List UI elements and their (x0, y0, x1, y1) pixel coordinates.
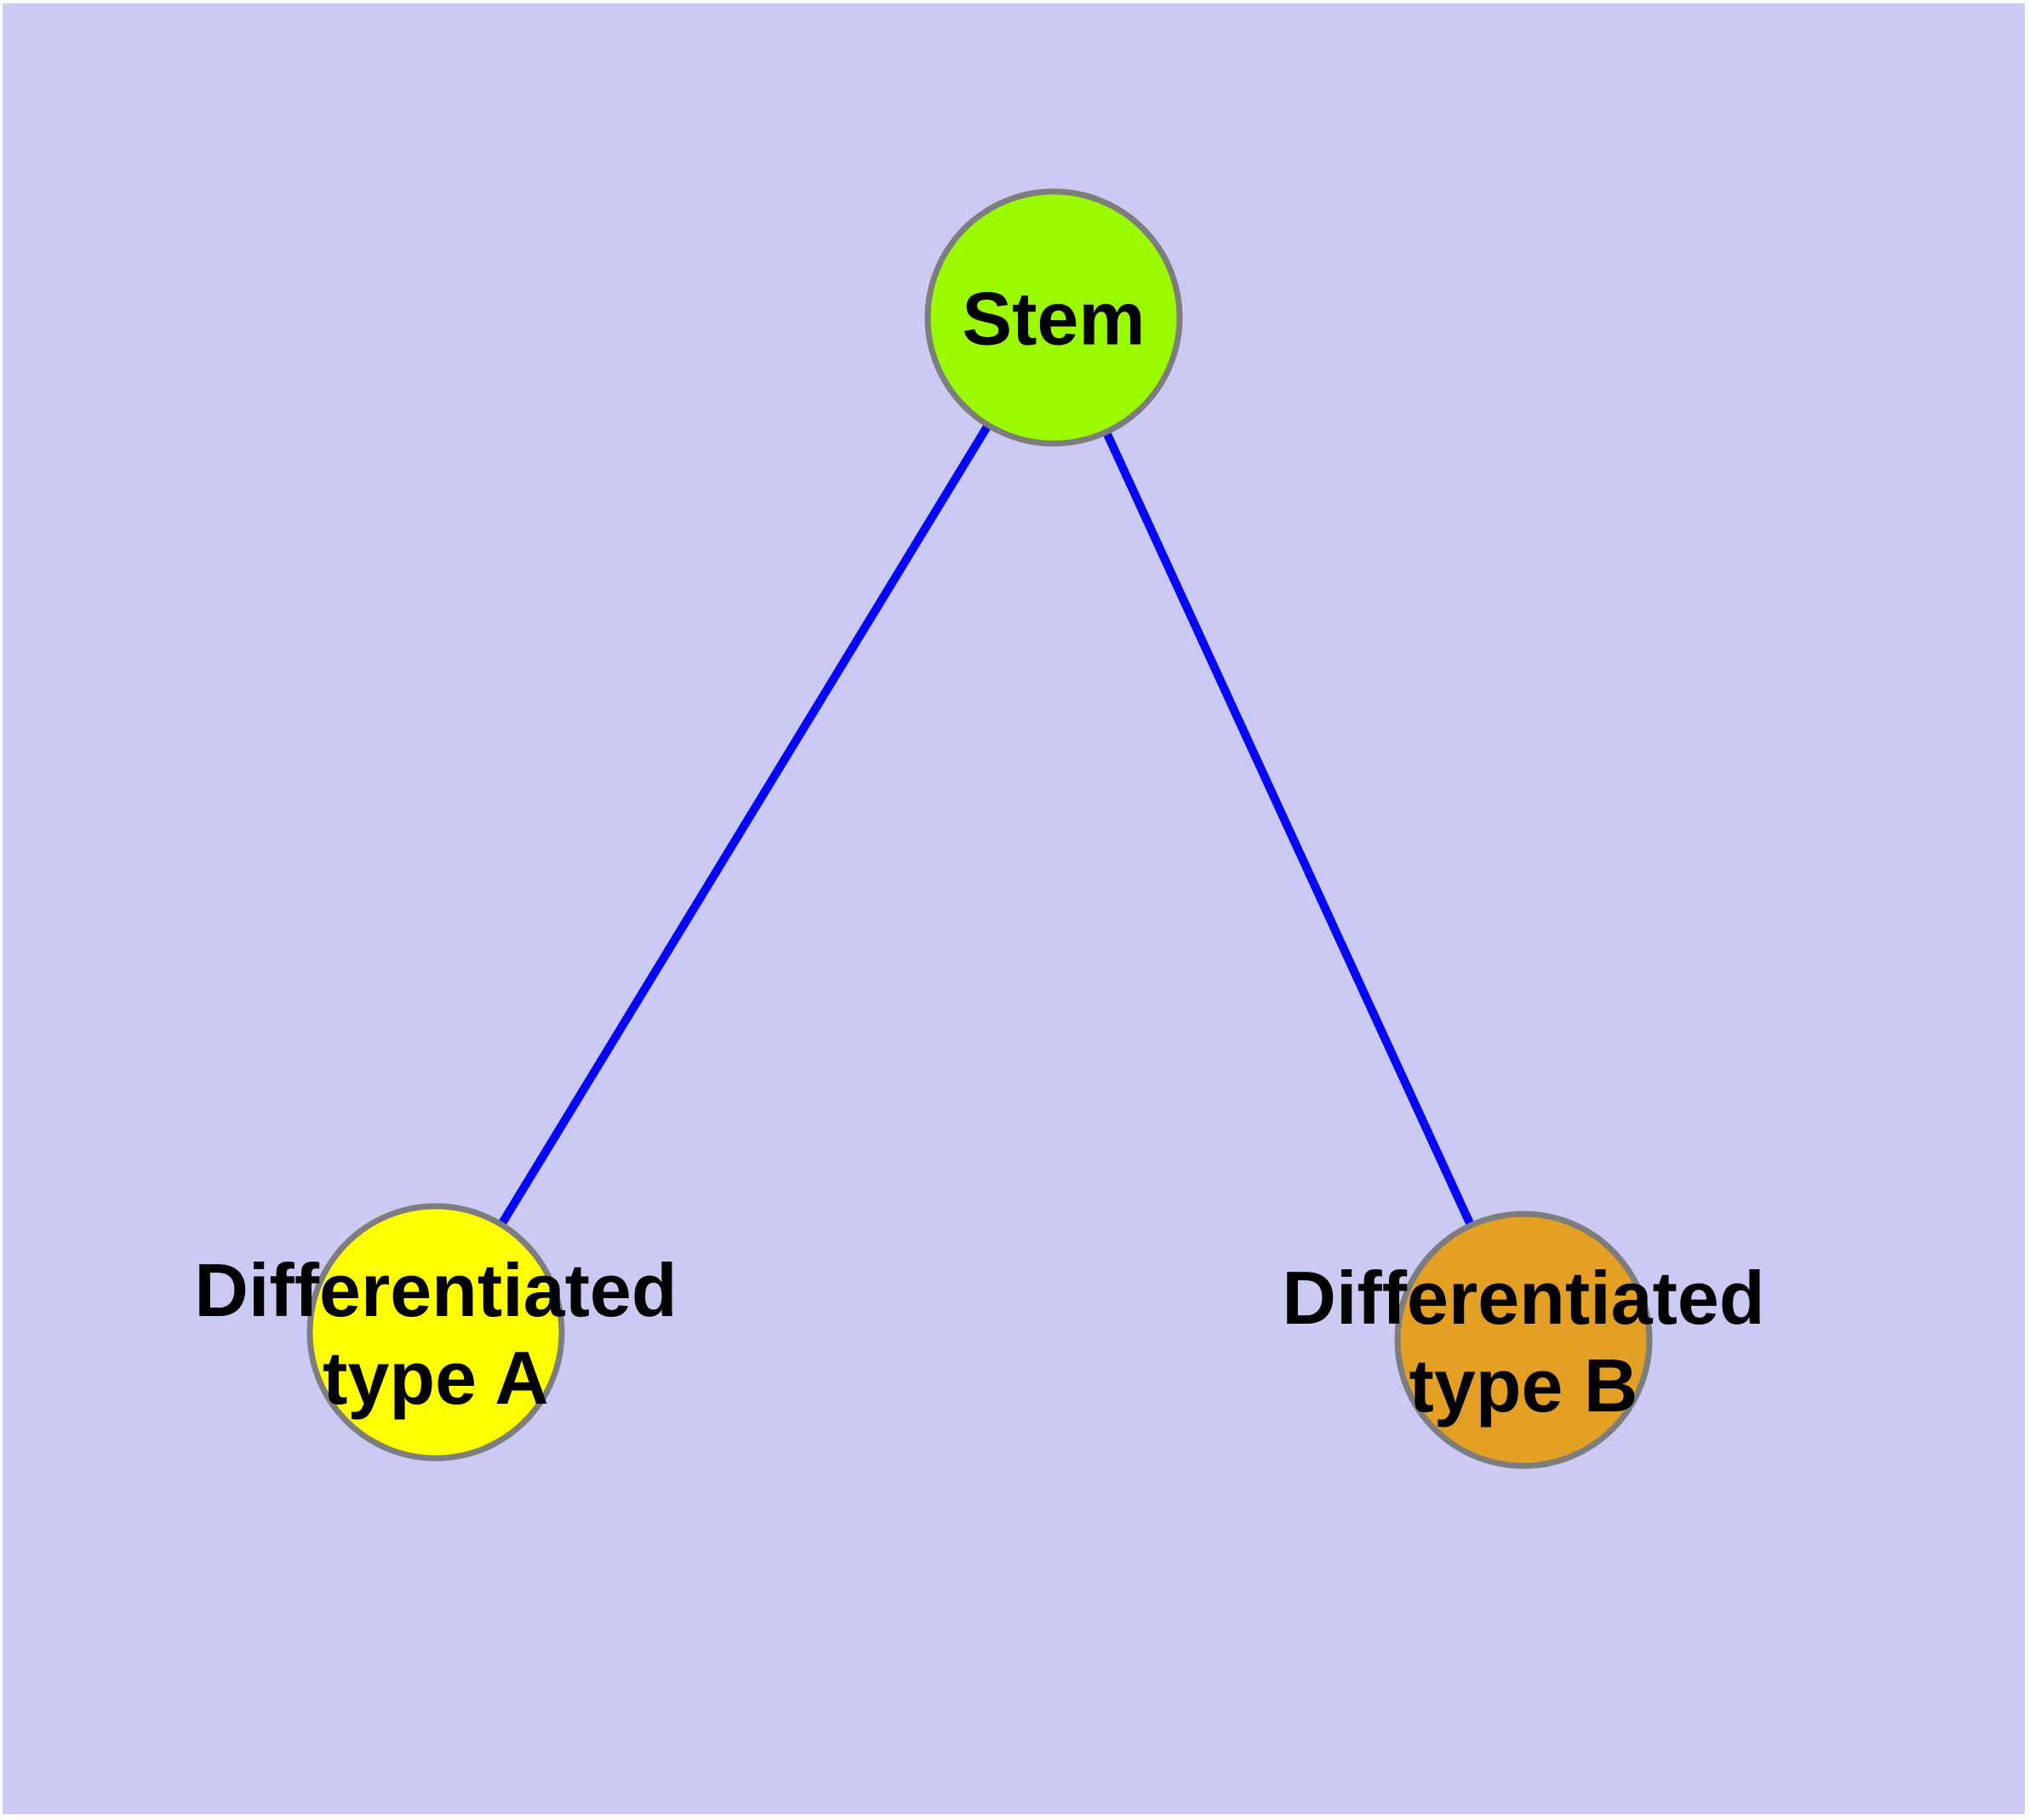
edge-stem-to-diff-b (1103, 432, 1474, 1225)
node-diff-a-circle (306, 1203, 565, 1462)
node-stem-circle (924, 188, 1183, 447)
edge-stem-to-diff-a (499, 425, 991, 1225)
node-diff-b-circle (1394, 1210, 1653, 1469)
